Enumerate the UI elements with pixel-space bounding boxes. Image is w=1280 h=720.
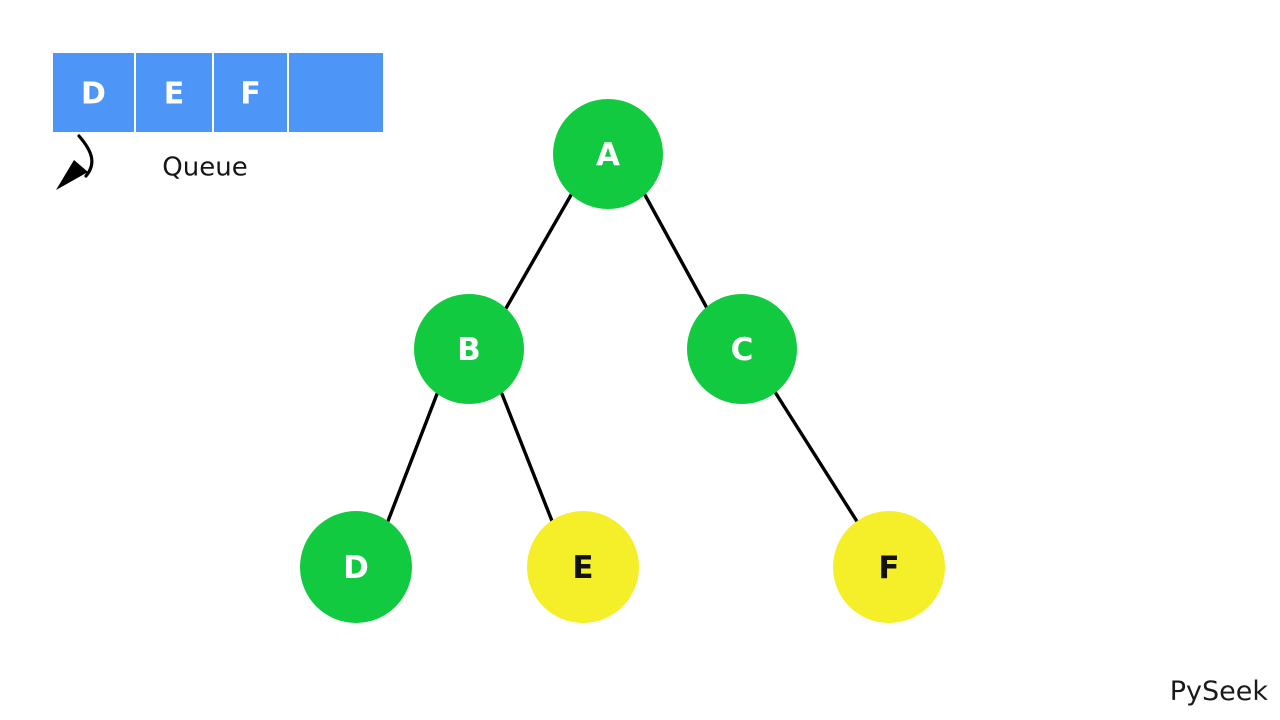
tree-node-d[interactable]: D bbox=[300, 511, 412, 623]
tree-node-f[interactable]: F bbox=[833, 511, 945, 623]
tree-nodes: A B C D E F bbox=[300, 99, 945, 623]
queue-label: Queue bbox=[162, 153, 247, 183]
tree-node-a[interactable]: A bbox=[553, 99, 663, 209]
queue-cell-1-label: E bbox=[164, 77, 185, 112]
tree-node-b-label: B bbox=[457, 332, 481, 368]
dequeue-arrow bbox=[56, 134, 94, 190]
queue-cell-0[interactable] bbox=[53, 53, 134, 132]
tree-node-b-circle[interactable] bbox=[414, 294, 524, 404]
tree-node-d-label: D bbox=[343, 550, 369, 586]
queue-cell-2[interactable] bbox=[214, 53, 287, 132]
tree-node-c-circle[interactable] bbox=[687, 294, 797, 404]
dequeue-arrow-curve bbox=[77, 134, 94, 178]
edge-b-e bbox=[500, 392, 554, 523]
tree-node-c-label: C bbox=[731, 332, 754, 368]
queue-cell-2-label: F bbox=[240, 77, 261, 112]
tree-node-e-label: E bbox=[572, 550, 593, 586]
edge-a-c bbox=[643, 193, 710, 312]
edge-a-b bbox=[503, 193, 573, 312]
tree-node-a-circle[interactable] bbox=[553, 99, 663, 209]
tree-node-a-label: A bbox=[596, 137, 620, 173]
tree-edges bbox=[386, 193, 860, 525]
tree-node-d-circle[interactable] bbox=[300, 511, 412, 623]
tree-node-c[interactable]: C bbox=[687, 294, 797, 404]
tree-node-f-circle[interactable] bbox=[833, 511, 945, 623]
dequeue-arrow-head bbox=[56, 160, 88, 190]
tree-node-e[interactable]: E bbox=[527, 511, 639, 623]
queue-cell-1[interactable] bbox=[136, 53, 212, 132]
queue-container: D E F bbox=[53, 53, 383, 132]
tree-node-e-circle[interactable] bbox=[527, 511, 639, 623]
tree-node-b[interactable]: B bbox=[414, 294, 524, 404]
edge-b-d bbox=[386, 392, 439, 523]
tree-node-f-label: F bbox=[878, 550, 899, 586]
watermark-pyseek: PySeek bbox=[1170, 676, 1269, 707]
queue-cell-0-label: D bbox=[81, 77, 106, 112]
edge-c-f bbox=[773, 390, 860, 525]
queue-cell-3-empty[interactable] bbox=[289, 53, 383, 132]
